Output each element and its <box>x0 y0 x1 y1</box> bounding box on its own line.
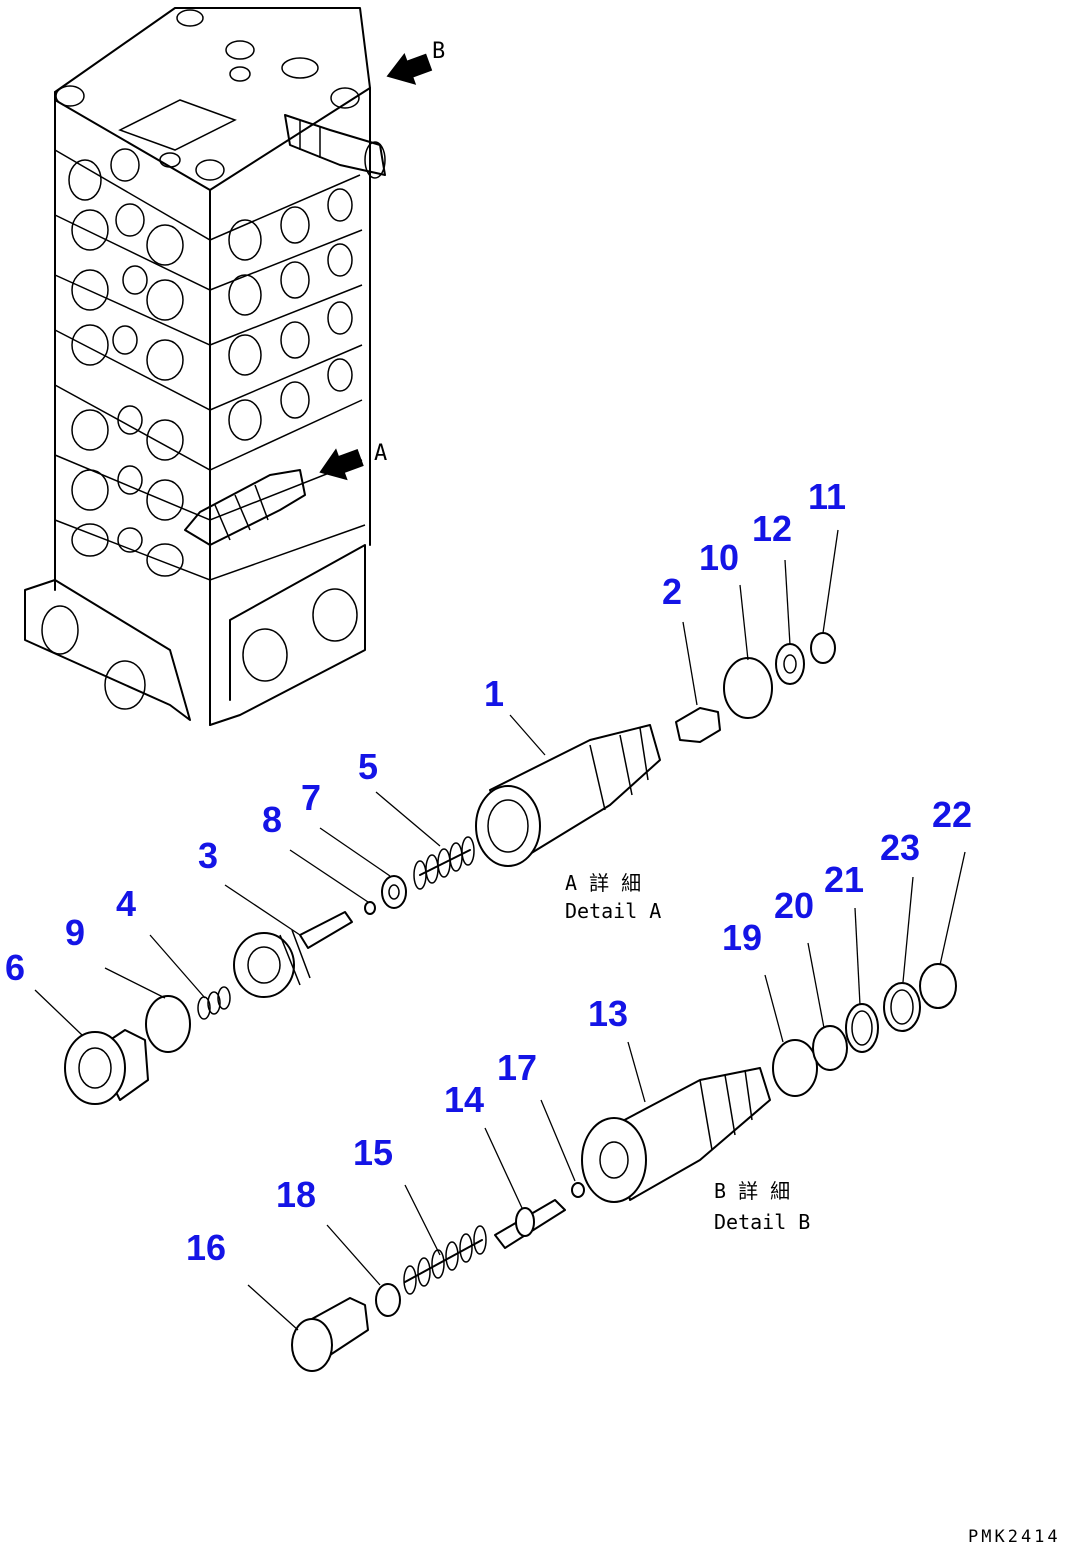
part-23-shape <box>883 982 921 1032</box>
part-3-shape <box>233 911 353 998</box>
callout-3: 3 <box>198 835 218 876</box>
part-5-shape <box>413 836 475 890</box>
part-6-shape <box>64 1029 149 1105</box>
part-13-shape <box>581 1067 771 1203</box>
callout-23: 23 <box>880 827 920 868</box>
part-10-shape <box>723 657 773 719</box>
detail-b-caption-jp: B 詳 細 <box>714 1179 790 1203</box>
part-12-shape <box>775 643 805 685</box>
callout-22: 22 <box>932 794 972 835</box>
part-8-shape <box>364 901 376 915</box>
callout-9: 9 <box>65 912 85 953</box>
part-17-shape <box>571 1182 585 1198</box>
callout-7: 7 <box>301 777 321 818</box>
part-19-shape <box>772 1039 818 1097</box>
part-18-shape <box>375 1283 401 1317</box>
part-22-shape <box>919 963 957 1009</box>
drawing-code: PMK2414 <box>968 1527 1061 1547</box>
callout-18: 18 <box>276 1174 316 1215</box>
callout-17: 17 <box>497 1047 537 1088</box>
control-valve-assembly <box>24 7 433 726</box>
callout-10: 10 <box>699 537 739 578</box>
view-label-a: A <box>374 441 387 466</box>
callout-4: 4 <box>116 883 136 924</box>
detail-a-caption: Detail A <box>565 899 661 923</box>
callout-14: 14 <box>444 1079 484 1120</box>
part-callouts: 1 2 10 12 11 5 7 8 3 4 9 6 13 19 20 21 2… <box>5 476 972 1268</box>
callout-1: 1 <box>484 673 504 714</box>
callout-16: 16 <box>186 1227 226 1268</box>
detail-a-caption-jp: A 詳 細 <box>565 871 641 895</box>
arrow-a-icon <box>319 448 364 481</box>
detail-a-parts <box>64 632 836 1105</box>
detail-b-caption: Detail B <box>714 1210 810 1234</box>
callout-5: 5 <box>358 746 378 787</box>
detail-b-parts <box>291 963 957 1372</box>
part-15-shape <box>403 1225 487 1295</box>
part-14-shape <box>494 1199 566 1249</box>
callout-13: 13 <box>588 993 628 1034</box>
callout-12: 12 <box>752 508 792 549</box>
callout-8: 8 <box>262 799 282 840</box>
callout-11: 11 <box>808 476 846 517</box>
part-21-shape <box>845 1003 879 1053</box>
part-7-shape <box>381 875 407 909</box>
part-2-shape <box>675 707 721 743</box>
view-label-b: B <box>432 39 445 64</box>
arrow-b-icon <box>386 52 433 85</box>
part-11-shape <box>810 632 836 664</box>
callout-15: 15 <box>353 1132 393 1173</box>
part-1-shape <box>475 724 661 867</box>
callout-6: 6 <box>5 947 25 988</box>
callout-20: 20 <box>774 885 814 926</box>
part-4-shape <box>197 986 231 1020</box>
callout-2: 2 <box>662 571 682 612</box>
callout-19: 19 <box>722 917 762 958</box>
leader-lines <box>34 529 966 1331</box>
part-9-shape <box>145 995 191 1053</box>
callout-21: 21 <box>824 859 864 900</box>
part-16-shape <box>291 1297 369 1372</box>
part-20-shape <box>812 1025 848 1071</box>
